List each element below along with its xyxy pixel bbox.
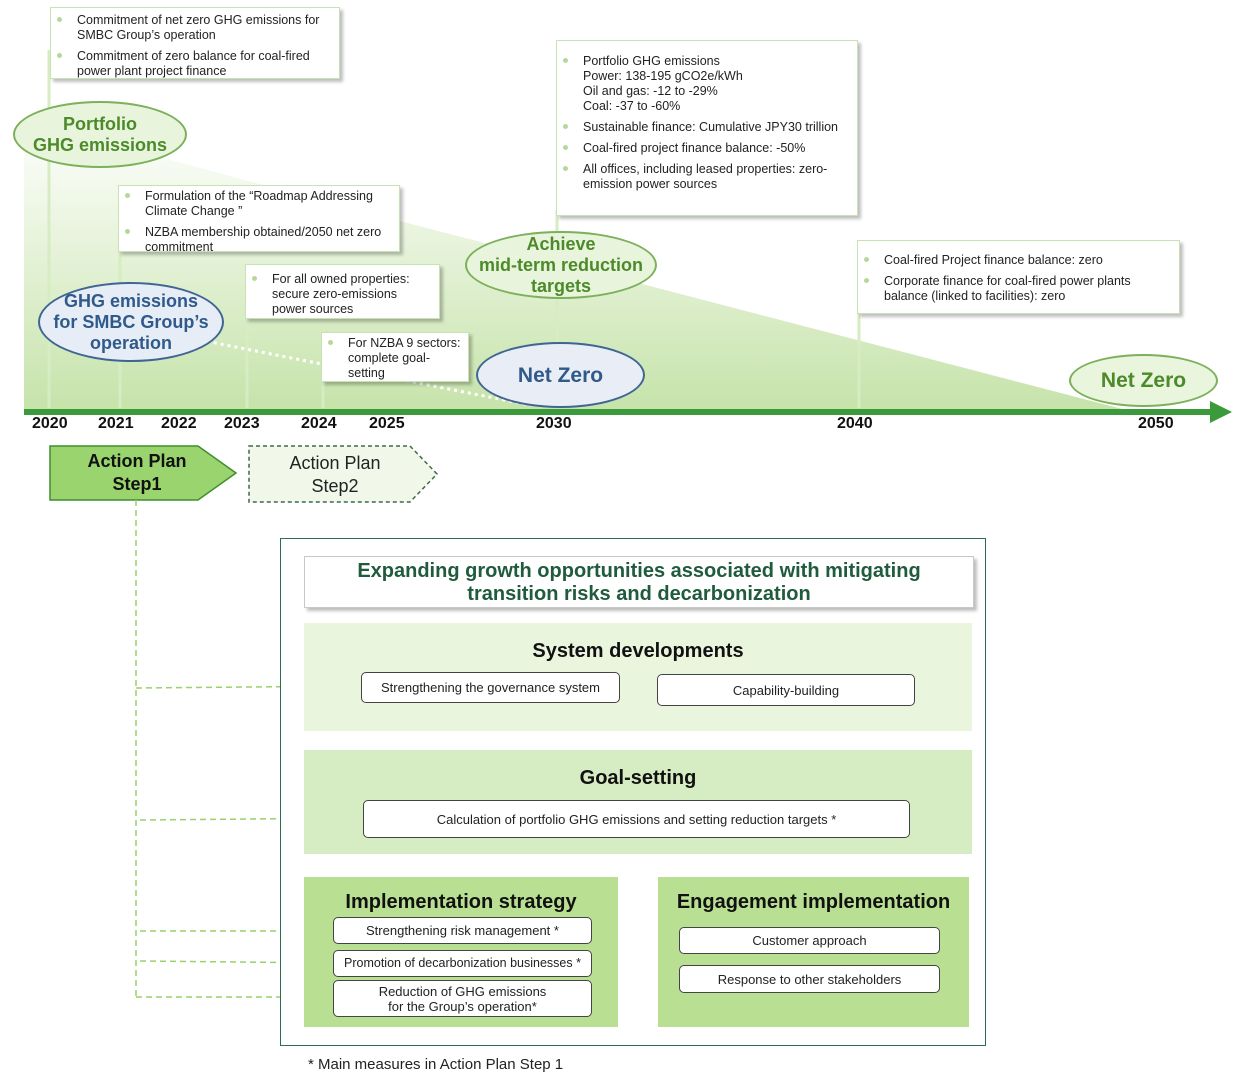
callout-2020-item: Commitment of net zero GHG emissions for… — [51, 13, 333, 43]
capability-building-item: Capability-building — [657, 674, 915, 706]
connector-governance — [135, 685, 363, 689]
emission-reduction-area — [24, 120, 1130, 411]
risk-management-item: Strengthening risk management * — [333, 917, 592, 944]
connector-goal-setting — [139, 817, 365, 821]
pill-line: for the Group’s operation* — [388, 998, 537, 1014]
panel-title-line: transition risks and decarbonization — [467, 583, 811, 605]
callout-2030-item: All offices, including leased properties… — [557, 162, 851, 192]
panel-title-line: Expanding growth opportunities associate… — [357, 560, 921, 582]
action-plan-step2-label: Action Plan Step2 — [256, 452, 414, 498]
power-target: Power: 138-195 gCO2e/kWh — [583, 69, 743, 83]
oil-gas-target: Oil and gas: -12 to -29% — [583, 84, 718, 98]
action-plan-step1-label: Action Plan Step1 — [58, 450, 216, 496]
oval-line: targets — [530, 275, 591, 296]
oval-line: GHG emissions — [63, 290, 199, 311]
callout-2040-item: Corporate finance for coal-fired power p… — [858, 274, 1173, 304]
oval-line: GHG emissions — [32, 134, 168, 155]
oval-line: Net Zero — [517, 363, 604, 387]
callout-2030: Portfolio GHG emissions Power: 138-195 g… — [556, 40, 858, 216]
ap-line: Step1 — [112, 474, 162, 494]
implementation-strategy-title: Implementation strategy — [345, 891, 577, 913]
system-developments-title: System developments — [532, 640, 744, 662]
net-zero-2030-oval: Net Zero — [476, 342, 645, 408]
coal-target: Coal: -37 to -60% — [583, 99, 681, 113]
year-label-2024: 2024 — [301, 415, 337, 432]
oval-line: Net Zero — [1100, 369, 1187, 392]
portfolio-calculation-item: Calculation of portfolio GHG emissions a… — [363, 800, 910, 838]
customer-approach-item: Customer approach — [679, 927, 940, 954]
callout-2020: Commitment of net zero GHG emissions for… — [50, 7, 340, 79]
callout-2021-item: Formulation of the “Roadmap Addressing C… — [119, 189, 393, 219]
callout-2024-item: For NZBA 9 sectors: complete goal-settin… — [322, 336, 462, 381]
pill-line: Reduction of GHG emissions — [378, 983, 547, 999]
year-label-2040: 2040 — [837, 415, 873, 432]
callout-2021-item: NZBA membership obtained/2050 net zero c… — [119, 225, 393, 255]
action-plan-step1-shape — [49, 445, 238, 501]
callout-2040-item: Coal-fired Project finance balance: zero — [858, 253, 1173, 268]
engagement-implementation-title: Engagement implementation — [676, 891, 951, 913]
year-label-2030: 2030 — [536, 415, 572, 432]
net-zero-2050-oval: Net Zero — [1069, 354, 1218, 407]
goal-setting-title: Goal-setting — [579, 767, 697, 789]
year-label-2022: 2022 — [161, 415, 197, 432]
year-label-2050: 2050 — [1138, 415, 1174, 432]
year-label-2020: 2020 — [32, 415, 68, 432]
oval-line: Achieve — [526, 233, 596, 254]
ap-line: Action Plan — [87, 451, 187, 471]
panel-title: Expanding growth opportunities associate… — [304, 556, 974, 608]
oval-line: operation — [89, 332, 172, 353]
year-label-2025: 2025 — [369, 415, 405, 432]
callout-2030-item: Coal-fired project finance balance: -50% — [557, 141, 851, 156]
stakeholders-response-item: Response to other stakeholders — [679, 965, 940, 993]
callout-2024: For NZBA 9 sectors: complete goal-settin… — [321, 332, 469, 382]
callout-2020-item: Commitment of zero balance for coal-fire… — [51, 49, 333, 79]
oval-line: Portfolio — [62, 113, 137, 134]
portfolio-heading: Portfolio GHG emissions — [583, 54, 720, 68]
ap-line: Action Plan — [289, 453, 381, 473]
oval-line: mid-term reduction — [478, 254, 643, 275]
callout-2023: For all owned properties: secure zero-em… — [245, 264, 440, 319]
year-label-2023: 2023 — [224, 415, 260, 432]
callout-2023-item: For all owned properties: secure zero-em… — [246, 272, 433, 317]
year-label-2021: 2021 — [98, 415, 134, 432]
governance-system-item: Strengthening the governance system — [361, 672, 620, 703]
timeline-axis — [24, 409, 1214, 415]
ap-line: Step2 — [311, 476, 359, 496]
callout-2021: Formulation of the “Roadmap Addressing C… — [118, 185, 400, 255]
timeline-arrowhead — [1210, 401, 1232, 423]
oval-line: for SMBC Group’s — [53, 311, 209, 332]
action-plan-step2-shape — [248, 445, 439, 503]
callout-2040: Coal-fired Project finance balance: zero… — [857, 240, 1180, 314]
footnote: * Main measures in Action Plan Step 1 — [308, 1056, 564, 1073]
callout-2030-item: Portfolio GHG emissions Power: 138-195 g… — [557, 54, 851, 114]
callout-2030-item: Sustainable finance: Cumulative JPY30 tr… — [557, 120, 851, 135]
decarbonization-business-item: Promotion of decarbonization businesses … — [333, 950, 592, 977]
